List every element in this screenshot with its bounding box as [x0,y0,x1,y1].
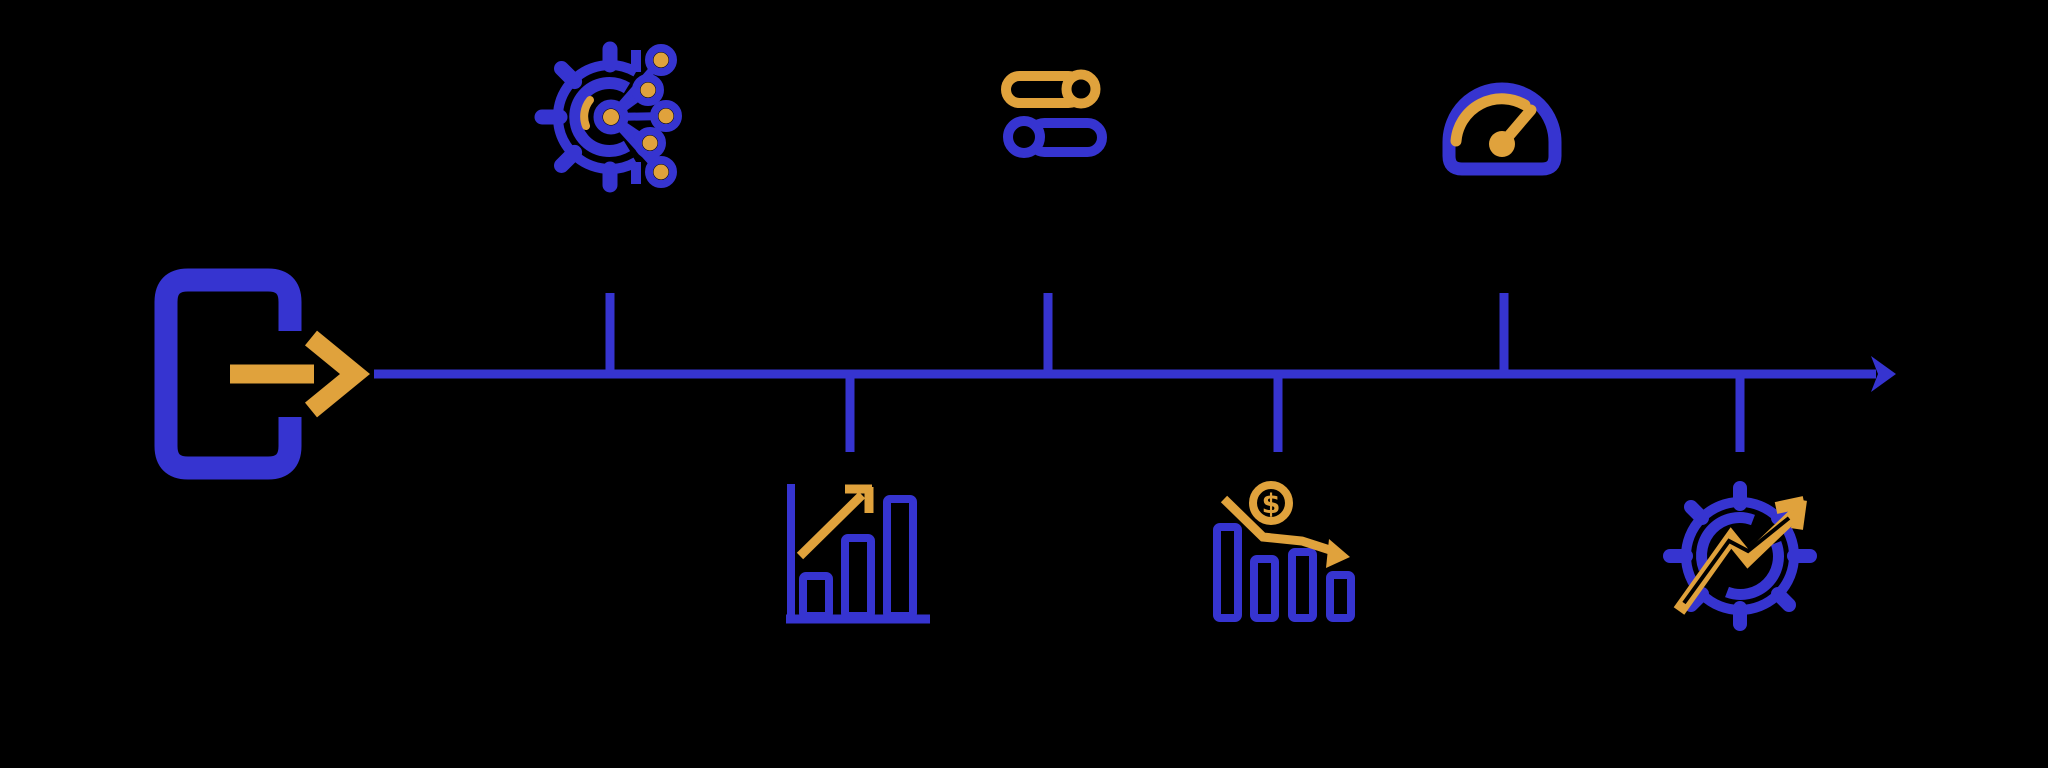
gear-network-icon [534,41,682,193]
growth-bar-chart-icon [786,484,930,624]
chart-bar [841,534,875,620]
timeline-axis [374,293,1896,452]
network-node [634,127,666,159]
network-node [645,156,677,188]
door-outline [154,268,302,480]
toggle-switches-icon [1001,69,1107,158]
network-node [645,44,677,76]
ribbon-growth-arrow-icon [1673,496,1807,615]
growth-arrow-icon [796,484,874,560]
gear-inner-ring [569,77,631,157]
chart-bar [1250,555,1279,622]
exit-arrow-head [304,330,371,418]
coin-ring [1249,481,1293,525]
network-hub-node [593,99,629,135]
dollar-coin-icon: $ [1249,481,1293,525]
chart-bar [799,572,833,620]
exit-door-icon [154,268,371,480]
gear-growth-arrow-icon [1663,481,1817,631]
timeline-arrowhead [1871,356,1896,392]
gear-inner-ring [1725,541,1784,600]
gear-inner-accent-arc [580,96,594,130]
gauge-dial-arc [1450,93,1531,147]
gear-teeth [534,41,618,193]
chart-bar [883,495,917,620]
chart-bar [1213,523,1242,622]
toggle-knob-on [1061,69,1101,109]
decline-arrow-icon [1220,495,1350,568]
speedometer-gauge-icon [1442,82,1562,176]
dollar-symbol: $ [1262,489,1281,520]
declining-cost-chart-icon: $ [1213,481,1355,622]
gauge-dome [1442,82,1562,176]
chart-bar [1288,548,1317,622]
exit-arrow-icon [230,330,371,418]
chart-bar [1326,571,1355,622]
gauge-needle-hub [1489,131,1515,157]
network-node [650,100,682,132]
toggle-knob-off [1003,116,1045,158]
network-node [632,74,664,106]
gear-inner-ring [1696,512,1755,571]
